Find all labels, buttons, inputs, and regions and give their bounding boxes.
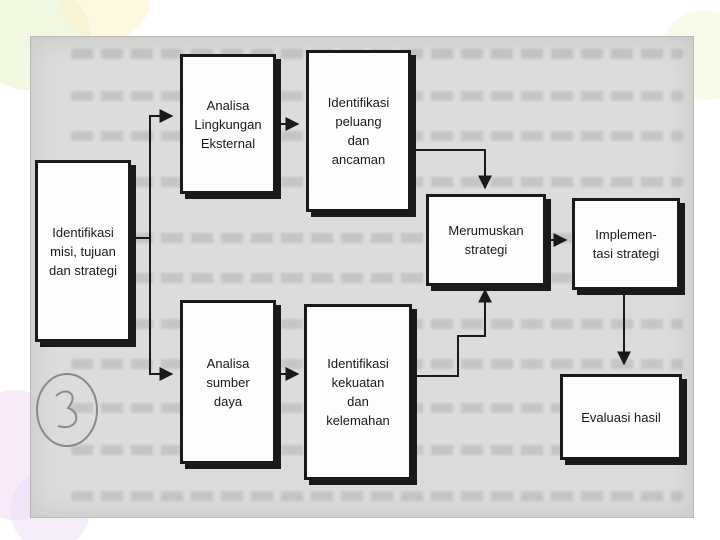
box-formulate: Merumuskan strategi xyxy=(426,194,546,286)
box-implement-label: Implemen- tasi strategi xyxy=(593,225,659,263)
box-strengths-label: Identifikasi kekuatan dan kelemahan xyxy=(326,354,390,430)
box-implement: Implemen- tasi strategi xyxy=(572,198,680,290)
box-resources-label: Analisa sumber daya xyxy=(206,354,249,411)
box-formulate-label: Merumuskan strategi xyxy=(448,221,523,259)
box-evaluate-label: Evaluasi hasil xyxy=(581,408,661,427)
box-strengths: Identifikasi kekuatan dan kelemahan xyxy=(304,304,412,480)
box-opportunities-label: Identifikasi peluang dan ancaman xyxy=(328,93,389,169)
box-external-analysis-label: Analisa Lingkungan Eksternal xyxy=(194,96,261,153)
box-external-analysis: Analisa Lingkungan Eksternal xyxy=(180,54,276,194)
box-resources: Analisa sumber daya xyxy=(180,300,276,464)
box-opportunities: Identifikasi peluang dan ancaman xyxy=(306,50,411,212)
box-mission: Identifikasi misi, tujuan dan strategi xyxy=(35,160,131,342)
ghost-text-line xyxy=(71,491,683,501)
box-mission-label: Identifikasi misi, tujuan dan strategi xyxy=(49,223,117,280)
box-evaluate: Evaluasi hasil xyxy=(560,374,682,460)
handwritten-circle-mark xyxy=(32,370,102,450)
